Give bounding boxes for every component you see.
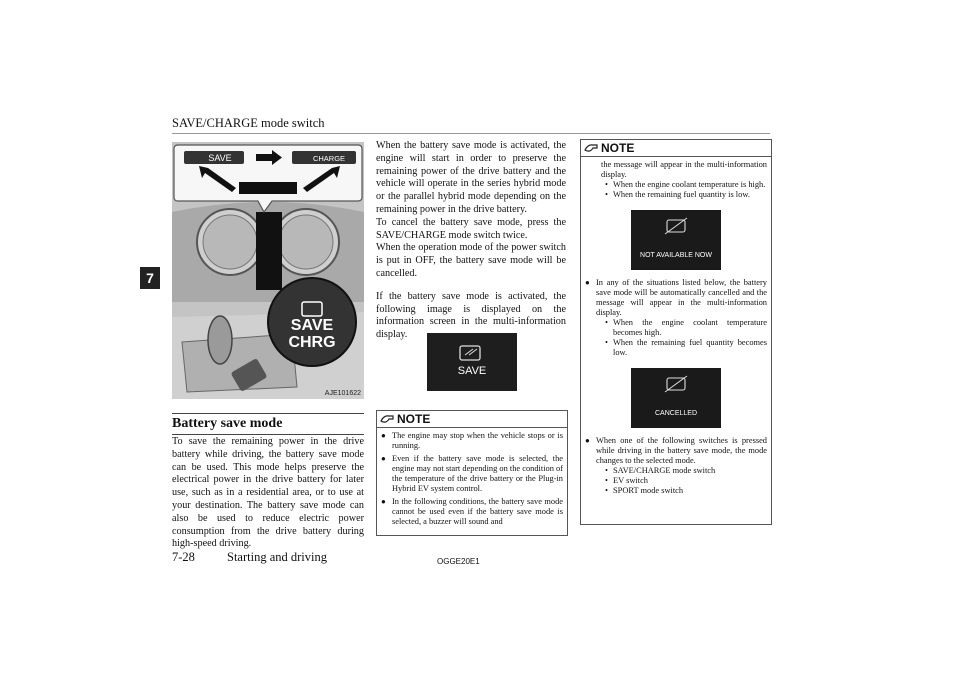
figure-illustration (172, 142, 364, 399)
header-rule (172, 133, 770, 134)
note-item: ●The engine may stop when the vehicle st… (381, 431, 563, 450)
chapter-tab: 7 (140, 267, 160, 289)
sub-item-text: When the engine coolant temperature is h… (613, 180, 766, 189)
battery-save-icon (459, 345, 481, 361)
sub-item: •When the engine coolant temperature bec… (605, 318, 767, 337)
sub-item-text: When the engine coolant temperature beco… (613, 318, 767, 337)
note-hand-icon (584, 144, 598, 152)
save-display-label: SAVE (457, 365, 487, 377)
cancelled-display-image: CANCELLED (631, 368, 721, 428)
note-item-text: When one of the following switches is pr… (596, 436, 767, 465)
sub-item: •SAVE/CHARGE mode switch (605, 466, 716, 475)
battery-save-icon (664, 217, 688, 235)
figure-save-label: SAVE (208, 153, 232, 163)
note-heading: NOTE (397, 412, 431, 426)
sub-item: •SPORT mode switch (605, 486, 684, 495)
knob-label-line2: CHRG (288, 334, 336, 351)
paragraph-power-off: When the operation mode of the power swi… (376, 242, 566, 279)
note-item-text: In the following conditions, the battery… (392, 497, 563, 526)
sub-item-text: When the remaining fuel quantity becomes… (613, 338, 767, 357)
save-display-image: SAVE (427, 333, 517, 391)
figure-charge-label: CHARGE (312, 154, 346, 163)
figure-save-charge-switch: SAVE CHARGE SAVE CHRG AJE101622 (172, 142, 364, 399)
cancelled-label: CANCELLED (654, 410, 697, 417)
note-header: NOTE (377, 411, 567, 428)
sub-item-text: SAVE/CHARGE mode switch (613, 466, 716, 475)
sub-item: •When the remaining fuel quantity become… (605, 338, 767, 357)
battery-save-icon (664, 375, 688, 393)
sub-item: •EV switch (605, 476, 648, 485)
page-number: 7-28 (172, 550, 195, 564)
sub-item-text: EV switch (613, 476, 648, 485)
section-title: Battery save mode (172, 416, 283, 431)
intro-paragraph: To save the remaining power in the drive… (172, 436, 364, 550)
note-item-text: The engine may stop when the vehicle sto… (392, 431, 563, 450)
note-continuation: the message will appear in the multi-inf… (601, 160, 767, 179)
note-hand-icon (380, 415, 394, 423)
sub-item-text: When the remaining fuel quantity is low. (613, 190, 750, 199)
note-box-2: NOTE the message will appear in the mult… (580, 139, 772, 525)
not-available-display-image: NOT AVAILABLE NOW (631, 210, 721, 270)
column-2: When the battery save mode is activated,… (376, 140, 566, 352)
footer-title: Starting and driving (227, 550, 327, 564)
figure-code: AJE101622 (324, 390, 361, 397)
note-item: ●When one of the following switches is p… (585, 436, 767, 465)
note-box-1: NOTE ●The engine may stop when the vehic… (376, 410, 568, 536)
note-item-text: In any of the situations listed below, t… (596, 278, 767, 317)
note-heading: NOTE (601, 141, 635, 155)
knob-label-line1: SAVE (290, 317, 334, 334)
note-item-text: Even if the battery save mode is selecte… (392, 454, 563, 493)
paragraph-display: If the battery save mode is activated, t… (376, 290, 566, 341)
footer-code: OGGE20E1 (437, 557, 480, 566)
note-item: ●In the following conditions, the batter… (381, 497, 563, 526)
note-item: ●Even if the battery save mode is select… (381, 454, 563, 493)
running-header: SAVE/CHARGE mode switch (172, 116, 325, 130)
paragraph-activation: When the battery save mode is activated,… (376, 140, 566, 215)
section-heading: Battery save mode (172, 413, 364, 435)
sub-item: •When the engine coolant temperature is … (605, 180, 766, 189)
sub-item: •When the remaining fuel quantity is low… (605, 190, 750, 199)
not-available-label: NOT AVAILABLE NOW (640, 252, 712, 259)
sub-item-text: SPORT mode switch (613, 486, 684, 495)
note-header: NOTE (581, 140, 771, 157)
paragraph-cancel: To cancel the battery save mode, press t… (376, 216, 566, 241)
note-item: ●In any of the situations listed below, … (585, 278, 767, 317)
